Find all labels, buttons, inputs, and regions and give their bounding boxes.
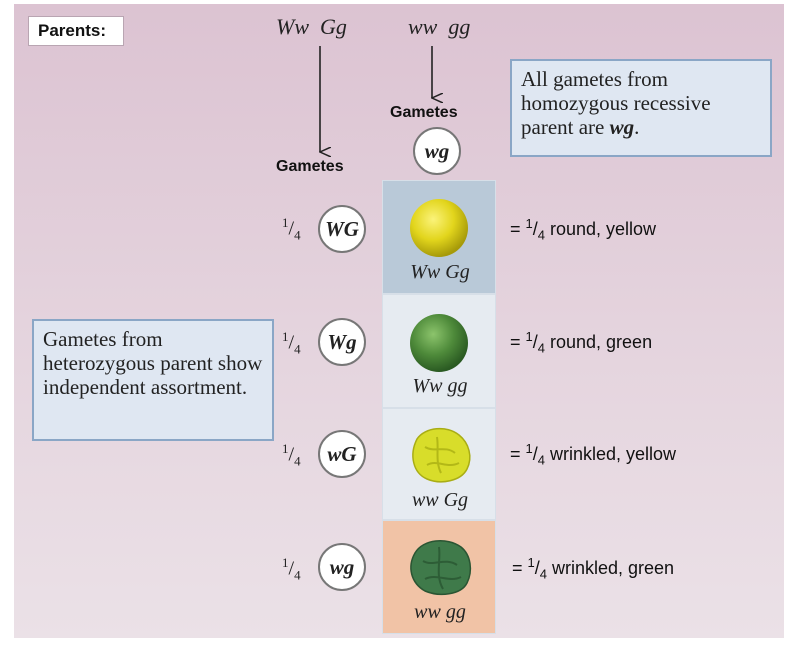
row-4-result: = 1/4 wrinkled, green bbox=[512, 555, 675, 582]
row-4-fraction: 1/4 bbox=[282, 555, 301, 583]
row-1-result: = 1/4 round, yellow bbox=[510, 216, 657, 243]
parent2-gamete-circle: wg bbox=[413, 127, 461, 175]
row-2-result: = 1/4 round, green bbox=[510, 329, 653, 356]
parents-label: Parents: bbox=[28, 16, 124, 46]
callout-recessive-gamete: wg bbox=[609, 115, 635, 139]
callout-heterozygous: Gametes from heterozygous parent show in… bbox=[32, 319, 274, 441]
row-3-offspring-cell: ww Gg bbox=[382, 408, 496, 520]
row-3-offspring-genotype: ww Gg bbox=[411, 489, 469, 511]
wrinkled-yellow-pea-icon bbox=[412, 427, 471, 483]
row-3-fraction: 1/4 bbox=[282, 441, 301, 469]
callout-recessive-text: All gametes from homozygous recessive pa… bbox=[521, 67, 711, 139]
row-2-offspring-cell: Ww gg bbox=[382, 294, 496, 408]
row-1-fraction: 1/4 bbox=[282, 215, 301, 243]
parent2-genotype: ww gg bbox=[408, 14, 471, 39]
round-green-pea-icon bbox=[410, 314, 468, 372]
callout-recessive-end: . bbox=[634, 115, 640, 139]
wrinkled-green-pea-icon bbox=[410, 540, 472, 596]
row-1-offspring-genotype: Ww Gg bbox=[410, 261, 470, 283]
row-3-gamete-circle: wG bbox=[318, 430, 366, 478]
gametes-label-parent2: Gametes bbox=[390, 104, 458, 121]
gametes-label-parent1: Gametes bbox=[276, 158, 344, 175]
row-2-offspring-genotype: Ww gg bbox=[412, 375, 468, 397]
round-yellow-pea-icon bbox=[410, 199, 468, 257]
parent1-genotype: Ww Gg bbox=[276, 14, 347, 39]
row-4-offspring-cell: ww gg bbox=[382, 520, 496, 634]
row-4-gamete-circle: wg bbox=[318, 543, 366, 591]
row-1-offspring-cell: Ww Gg bbox=[382, 180, 496, 294]
row-1-gamete-circle: WG bbox=[318, 205, 366, 253]
callout-recessive: All gametes from homozygous recessive pa… bbox=[510, 59, 772, 157]
row-3-result: = 1/4 wrinkled, yellow bbox=[510, 441, 677, 468]
row-2-fraction: 1/4 bbox=[282, 329, 301, 357]
row-4-offspring-genotype: ww gg bbox=[414, 601, 466, 623]
row-2-gamete-circle: Wg bbox=[318, 318, 366, 366]
